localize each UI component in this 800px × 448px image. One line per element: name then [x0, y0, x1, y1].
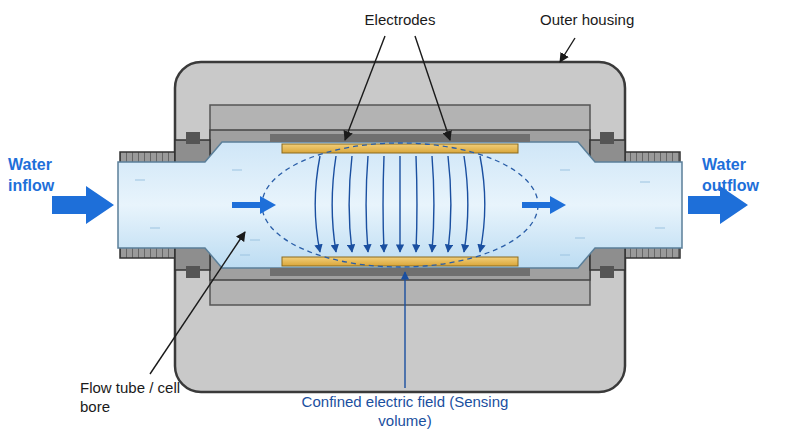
flow-label: Water inflow: [8, 154, 88, 196]
field-line: [432, 156, 434, 252]
leader-line: [415, 36, 450, 140]
bottom-electrode: [282, 257, 518, 266]
leader-line: [560, 38, 575, 62]
inflow-arrow: [52, 186, 114, 224]
field-line: [366, 156, 368, 252]
leader-line: [150, 232, 245, 374]
field-line: [448, 156, 451, 252]
field-line: [315, 156, 320, 252]
field-line: [480, 156, 485, 252]
part-label: Electrodes: [330, 10, 470, 29]
field-line: [399, 156, 400, 252]
field-line: [332, 156, 336, 252]
flow-label: Water outflow: [702, 154, 792, 196]
field-line: [415, 156, 417, 252]
part-label: Outer housing: [540, 10, 670, 29]
field-line: [464, 156, 468, 252]
top-electrode: [282, 144, 518, 153]
field-line: [382, 156, 384, 252]
leader-line: [404, 272, 405, 388]
sensing-volume: [262, 143, 538, 267]
part-label: Flow tube / cell bore: [80, 378, 200, 416]
region-label: Confined electric field (Sensing volume): [285, 392, 525, 430]
leader-line: [345, 36, 385, 140]
field-line: [349, 156, 352, 252]
flow-tube: [118, 142, 682, 268]
